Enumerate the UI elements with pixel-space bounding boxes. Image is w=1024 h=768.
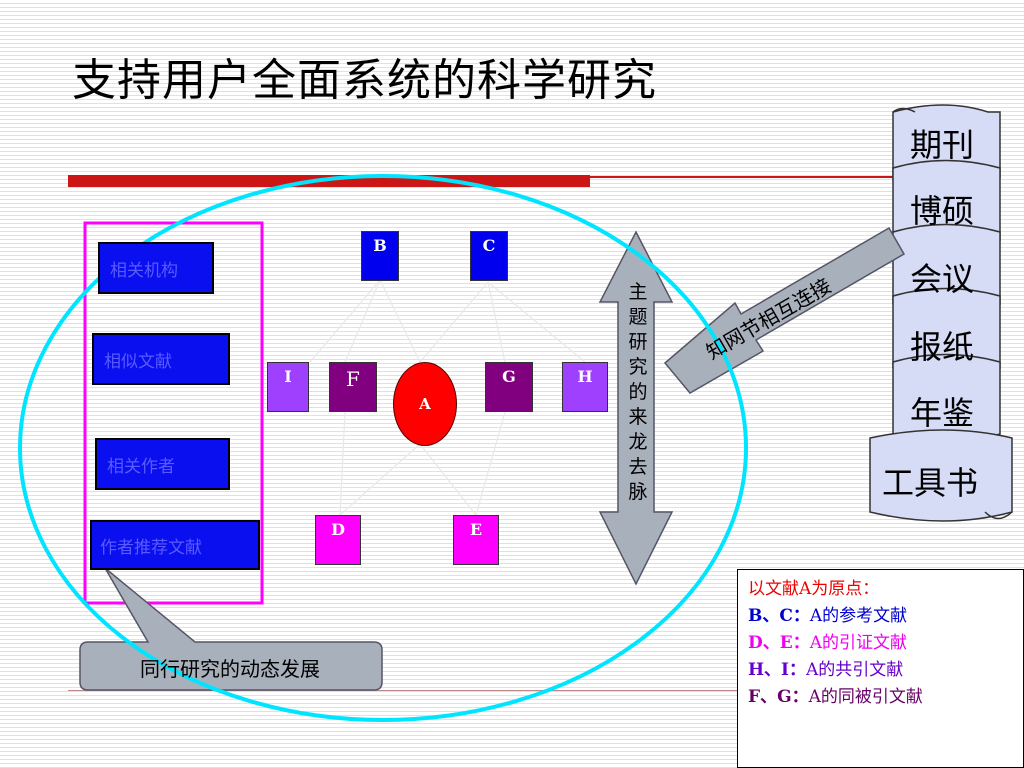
arrow-char: 脉	[628, 481, 648, 503]
arrow-char: 题	[628, 306, 648, 328]
scroll-reference-book	[869, 429, 1013, 522]
page-title: 支持用户全面系统的科学研究	[72, 55, 657, 106]
node-G: G	[485, 362, 533, 412]
arrow-char: 主	[628, 281, 648, 303]
legend-text: A的同被引文献	[808, 687, 923, 707]
node-A: A	[393, 362, 457, 446]
box-label: 相似文献	[104, 351, 172, 372]
box-label: 相关机构	[110, 260, 178, 281]
node-C: C	[470, 231, 508, 281]
node-I: I	[267, 362, 309, 412]
node-E: E	[453, 515, 499, 565]
arrow-char: 究	[628, 356, 648, 378]
legend-box: 以文献A为原点： B、C：A的参考文献 D、E：A的引证文献 H、I：A的共引文…	[737, 569, 1024, 768]
legend-keys: B、C：	[748, 606, 810, 626]
scroll-label-thesis: 博硕	[910, 192, 975, 230]
arrow-char: 去	[628, 456, 648, 478]
legend-keys: D、E：	[748, 633, 810, 653]
legend-text: A的参考文献	[809, 606, 908, 626]
box-label: 相关作者	[107, 456, 175, 477]
node-connectors	[309, 279, 586, 516]
scroll-label-journal: 期刊	[910, 126, 975, 164]
legend-keys: F、G：	[748, 687, 809, 707]
legend-line: F、G：A的同被引文献	[748, 684, 1013, 711]
legend-text: A的共引文献	[806, 660, 904, 680]
topic-arrow-label: 主 题 研 究 的 来 龙 去 脉	[618, 280, 658, 505]
legend-line: B、C：A的参考文献	[748, 603, 1013, 630]
research-scope-ellipse	[18, 174, 748, 722]
node-B: B	[361, 231, 399, 281]
legend-text: A的引证文献	[809, 633, 907, 653]
related-items-frame	[83, 221, 264, 605]
legend-heading: 以文献A为原点：	[748, 579, 880, 599]
arrow-char: 研	[628, 331, 648, 353]
node-F: F	[329, 362, 377, 412]
arrow-char: 的	[628, 381, 648, 403]
box-similar-literature: 相似文献	[92, 333, 230, 385]
arrow-char: 龙	[628, 431, 648, 453]
topic-double-arrow	[598, 230, 674, 586]
scroll-label-conference: 会议	[910, 260, 975, 298]
arrow-char: 来	[628, 406, 648, 428]
scroll-label-reference-book: 工具书	[882, 464, 979, 502]
scroll-label-yearbook: 年鉴	[910, 394, 975, 432]
scroll-label-newspaper: 报纸	[910, 328, 975, 366]
bottom-divider	[68, 690, 748, 691]
callout-label: 同行研究的动态发展	[140, 657, 320, 681]
box-author-recommended: 作者推荐文献	[90, 520, 260, 570]
box-related-institutions: 相关机构	[98, 242, 214, 294]
legend-line: H、I：A的共引文献	[748, 657, 1013, 684]
box-related-authors: 相关作者	[95, 438, 230, 490]
box-label: 作者推荐文献	[100, 537, 202, 558]
literature-scrolls	[869, 104, 1013, 522]
node-D: D	[315, 515, 361, 565]
title-underline-thin	[590, 176, 895, 178]
legend-line: D、E：A的引证文献	[748, 630, 1013, 657]
node-H: H	[562, 362, 608, 412]
legend-keys: H、I：	[748, 660, 807, 680]
